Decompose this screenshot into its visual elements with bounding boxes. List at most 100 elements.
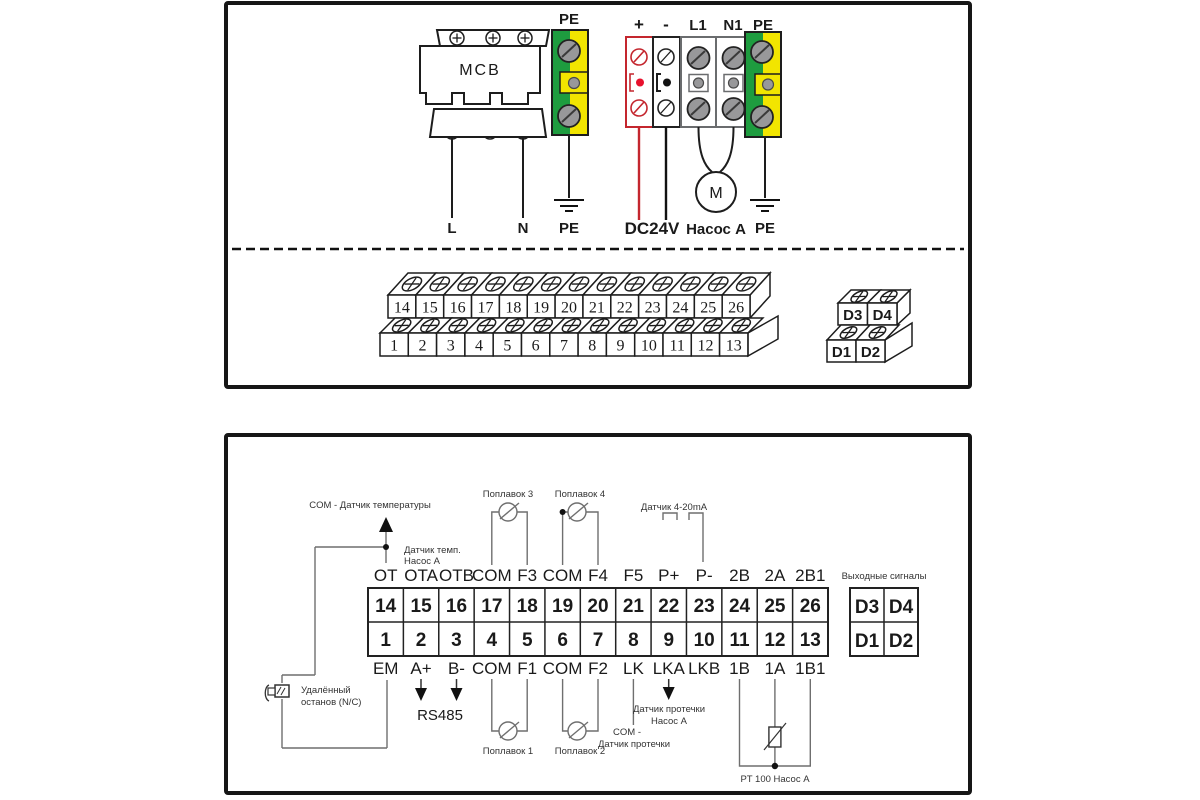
screw-icon: [448, 318, 469, 333]
arrow-up-icon: [379, 517, 393, 532]
signal-label-bottom: B-: [448, 659, 465, 678]
terminal-number: 15: [411, 596, 433, 617]
signal-label-top: COM: [543, 566, 583, 585]
screw-icon: [485, 30, 501, 46]
screw-icon: [568, 276, 590, 292]
terminal-number: 6: [557, 630, 568, 651]
signal-label-bottom: 1B1: [795, 659, 825, 678]
terminal-number: 5: [522, 630, 533, 651]
motor-letter: M: [709, 185, 722, 202]
signal-label-top: COM: [472, 566, 512, 585]
label-n1: N1: [723, 17, 742, 34]
plus-contact-dot: [636, 78, 644, 87]
remote-stop-switch: [264, 684, 290, 702]
terminal-number: 3: [447, 338, 455, 355]
pump-terminals: L1 N1 M Насос A: [680, 17, 752, 238]
terminal-number: 13: [800, 630, 821, 651]
screw-icon: [646, 318, 667, 333]
label-temp-sensor-2: Насос A: [404, 556, 441, 567]
terminal-number: 18: [505, 300, 521, 317]
screw-icon: [652, 276, 673, 292]
float-switch-icon: [567, 502, 587, 522]
float-switch-icon: [498, 502, 518, 522]
signal-label-top: P-: [696, 566, 713, 585]
terminal-number: 23: [694, 596, 715, 617]
signal-label-bottom: 1A: [765, 659, 786, 678]
terminal-number: 17: [477, 300, 493, 317]
terminal-front-face: [718, 332, 749, 357]
screw-icon: [420, 318, 440, 333]
screw-icon: [707, 276, 729, 292]
terminal-number: 5: [503, 338, 511, 355]
label-pe-top: PE: [753, 17, 773, 34]
screw-icon: [727, 77, 740, 89]
terminal-number: D4: [873, 307, 893, 324]
screw-icon: [761, 78, 775, 91]
mains-wires: [451, 137, 524, 218]
terminal-number: 26: [800, 596, 821, 617]
signal-label-bottom: LKA: [653, 659, 686, 678]
screw-icon: [401, 276, 423, 292]
terminal-number: 14: [394, 300, 410, 317]
screw-icon: [429, 276, 451, 292]
terminal-number: 22: [617, 300, 633, 317]
label-float1: Поплавок 1: [483, 746, 533, 757]
label-pt100: PT 100 Насос A: [740, 774, 810, 785]
signal-label-top: F3: [517, 566, 537, 585]
label-com-temp: COM - Датчик температуры: [309, 500, 431, 511]
terminal-number: 9: [617, 338, 625, 355]
signal-label-bottom: COM: [472, 659, 512, 678]
label-minus: -: [663, 15, 669, 34]
terminal-number: 24: [672, 300, 688, 317]
terminal-number: 8: [588, 338, 596, 355]
signal-label-bottom: COM: [543, 659, 583, 678]
screw-icon: [540, 276, 562, 292]
terminal-number: 21: [589, 300, 605, 317]
screw-icon: [457, 276, 478, 292]
label-float2: Поплавок 2: [555, 746, 605, 757]
arrow-down-icon: [450, 688, 463, 701]
label-temp-sensor-1: Датчик темп.: [404, 545, 461, 556]
terminal-number: D2: [861, 344, 880, 361]
screw-icon: [879, 289, 898, 304]
float-switch-3: Поплавок 3: [483, 489, 533, 565]
screw-icon: [618, 318, 638, 333]
terminal-number: 3: [451, 630, 462, 651]
terminal-number: 18: [517, 596, 538, 617]
output-label: D4: [889, 597, 914, 618]
output-label: D2: [889, 631, 913, 652]
rs485-annotation: RS485: [415, 679, 463, 724]
em-loop-wires: [281, 546, 388, 749]
screw-icon: [449, 30, 465, 46]
com-temp-annotation: COM - Датчик температуры Датчик темп. На…: [309, 500, 461, 567]
terminal-number: 19: [533, 300, 549, 317]
terminal-number: 20: [587, 596, 608, 617]
mcb-breaker: MCB L N: [419, 29, 551, 237]
signal-label-top: P+: [658, 566, 679, 585]
terminal-number: 2: [418, 338, 426, 355]
screw-icon: [674, 318, 695, 333]
arrow-down-icon: [415, 688, 427, 701]
label-pump-a: Насос A: [686, 221, 746, 238]
leak-com-annotation: COM - Датчик протечки: [598, 679, 670, 750]
sensor-4-20ma: Датчик 4-20mA: [641, 502, 708, 562]
terminal-front-face: [855, 339, 886, 363]
label-dc24v: DC24V: [625, 219, 680, 238]
screw-icon: [391, 318, 412, 333]
label-plus: +: [634, 15, 644, 34]
terminal-number: 2: [416, 630, 427, 651]
screw-icon: [868, 325, 887, 340]
label-leak-com-2: Датчик протечки: [598, 739, 670, 750]
terminal-number: 16: [446, 596, 467, 617]
terminal-number: 25: [700, 300, 716, 317]
screw-icon: [680, 276, 701, 292]
label-leak-sensor-1: Датчик протечки: [633, 704, 705, 715]
terminal-number: 1: [380, 630, 391, 651]
terminal-number: 11: [729, 630, 750, 651]
